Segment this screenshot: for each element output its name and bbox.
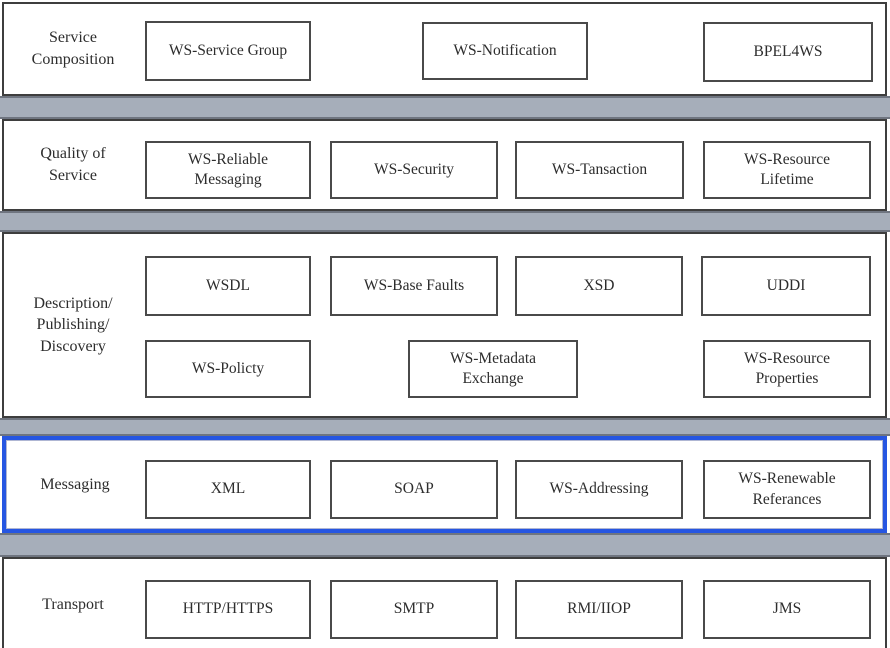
layer-label: Description/ Publishing/ Discovery (4, 234, 142, 416)
box-soap: SOAP (330, 460, 498, 519)
layer-label-text: Transport (42, 595, 104, 613)
box-ws-resource-properties: WS-Resource Properties (703, 340, 871, 398)
box-ws-renewable-referances: WS-Renewable Referances (703, 460, 871, 519)
layer-messaging: Messaging XML SOAP WS-Addressing WS-Rene… (2, 436, 887, 533)
box-label: SMTP (393, 600, 435, 618)
box-label: WS-Tansaction (551, 160, 648, 178)
layer-label-text: Description/ Publishing/ Discovery (33, 294, 113, 355)
box-label: WS-Notification (453, 41, 557, 59)
box-label: XSD (583, 276, 615, 294)
layer-label-text: Messaging (40, 475, 110, 493)
box-ws-service-group: WS-Service Group (145, 21, 311, 81)
box-ws-base-faults: WS-Base Faults (330, 256, 498, 316)
box-uddi: UDDI (701, 256, 871, 316)
layer-service-composition: Service Composition WS-Service Group WS-… (2, 2, 887, 96)
box-ws-tansaction: WS-Tansaction (515, 141, 684, 199)
box-label: WS-Resource Lifetime (743, 150, 831, 188)
box-ws-resource-lifetime: WS-Resource Lifetime (703, 141, 871, 199)
box-label: XML (210, 480, 246, 498)
box-smtp: SMTP (330, 580, 498, 639)
box-ws-policty: WS-Policty (145, 340, 311, 398)
box-label: WS-Addressing (549, 480, 649, 498)
layer-transport: Transport HTTP/HTTPS SMTP RMI/IIOP JMS (2, 557, 887, 648)
layer-quality-of-service: Quality of Service WS-Reliable Messaging… (2, 119, 887, 211)
box-ws-metadata-exchange: WS-Metadata Exchange (408, 340, 578, 398)
box-label: WS-Reliable Messaging (187, 150, 269, 188)
box-wsdl: WSDL (145, 256, 311, 316)
layer-label: Quality of Service (4, 121, 142, 209)
layer-separator (0, 96, 890, 119)
box-label: RMI/IIOP (567, 600, 631, 618)
box-label: WS-Renewable Referances (738, 470, 836, 508)
layer-label: Service Composition (4, 4, 142, 94)
box-label: WS-Service Group (168, 41, 288, 59)
box-label: HTTP/HTTPS (182, 600, 274, 618)
layer-separator (0, 211, 890, 232)
layer-separator (0, 533, 890, 557)
box-rmi-iiop: RMI/IIOP (515, 580, 683, 639)
box-bpel4ws: BPEL4WS (703, 22, 873, 82)
layer-label: Messaging (6, 440, 144, 529)
box-ws-security: WS-Security (330, 141, 498, 199)
box-xsd: XSD (515, 256, 683, 316)
box-label: WS-Resource Properties (743, 349, 831, 387)
box-xml: XML (145, 460, 311, 519)
box-jms: JMS (703, 580, 871, 639)
box-label: WS-Security (373, 160, 455, 178)
box-ws-notification: WS-Notification (422, 22, 588, 80)
layer-label: Transport (4, 559, 142, 648)
box-label: BPEL4WS (753, 42, 823, 60)
box-label: WS-Metadata Exchange (449, 349, 537, 387)
layer-separator (0, 418, 890, 436)
box-http-https: HTTP/HTTPS (145, 580, 311, 639)
layer-label-text: Quality of Service (40, 145, 106, 184)
box-label: WSDL (206, 276, 250, 294)
box-ws-reliable-messaging: WS-Reliable Messaging (145, 141, 311, 199)
box-label: UDDI (766, 276, 806, 294)
layer-label-text: Service Composition (31, 29, 115, 68)
box-ws-addressing: WS-Addressing (515, 460, 683, 519)
box-label: WS-Policty (191, 359, 265, 377)
layer-description-publishing-discovery: Description/ Publishing/ Discovery WSDL … (2, 232, 887, 418)
box-label: JMS (772, 600, 802, 618)
box-label: WS-Base Faults (363, 276, 465, 294)
box-label: SOAP (394, 480, 434, 498)
